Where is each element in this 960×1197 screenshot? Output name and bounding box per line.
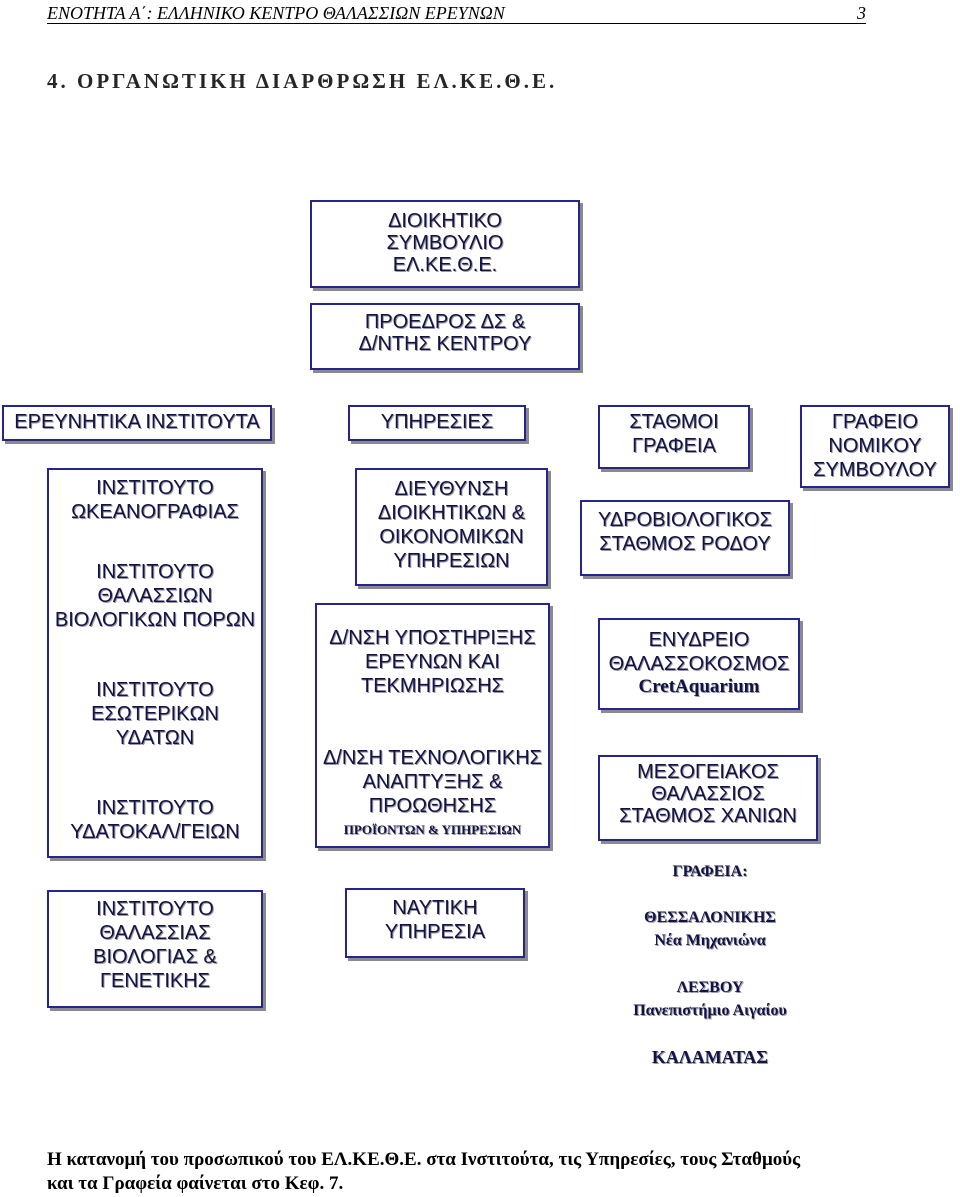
office-city: ΛΕΣΒΟΥ — [676, 979, 744, 996]
institute-line: ΙΝΣΤΙΤΟΥΤΟ — [96, 679, 214, 701]
office-city: ΘΕΣΣΑΛΟΝΙΚΗΣ — [644, 909, 776, 926]
service-line: ΕΡΕΥΝΩΝ ΚΑΙ — [365, 651, 500, 673]
service-line: ΑΝΑΠΤΥΞΗΣ & — [362, 771, 503, 793]
institute-line: ΙΝΣΤΙΤΟΥΤΟ — [96, 898, 214, 920]
service-line: ΝΑΥΤΙΚΗ — [392, 897, 478, 919]
service-line: ΤΕΚΜΗΡΙΩΣΗΣ — [360, 675, 505, 697]
station-line: ΣΤΑΘΜΟΣ ΧΑΝΙΩΝ — [619, 805, 797, 827]
admin-finance-directorate-box: ΔΙΕΥΘΥΝΣΗ ΔΙΟΙΚΗΤΙΚΩΝ & ΟΙΚΟΝΟΜΙΚΩΝ ΥΠΗΡ… — [355, 468, 548, 586]
station-line: ΘΑΛΑΣΣΙΟΣ — [651, 783, 765, 805]
office-location: Νέα Μηχανιώνα — [654, 932, 766, 949]
service-line: Δ/ΝΣΗ ΥΠΟΣΤΗΡΙΞΗΣ — [329, 627, 536, 649]
institute-line: ΕΣΩΤΕΡΙΚΩΝ — [91, 703, 219, 725]
board-box: ΔΙΟΙΚΗΤΙΚΟ ΣΥΜΒΟΥΛΙΟ ΕΛ.ΚΕ.Θ.Ε. — [310, 200, 580, 288]
service-line: ΥΠΗΡΕΣΙΑ — [384, 921, 486, 943]
chania-station-box: ΜΕΣΟΓΕΙΑΚΟΣ ΘΑΛΑΣΣΙΟΣ ΣΤΑΘΜΟΣ ΧΑΝΙΩΝ — [598, 755, 818, 841]
directorates-box: Δ/ΝΣΗ ΥΠΟΣΤΗΡΙΞΗΣ ΕΡΕΥΝΩΝ ΚΑΙ ΤΕΚΜΗΡΙΩΣΗ… — [315, 603, 550, 848]
footer-note: Η κατανομή του προσωπικού του ΕΛ.ΚΕ.Θ.Ε.… — [47, 1148, 800, 1196]
institutes-header-box: ΕΡΕΥΝΗΤΙΚΑ ΙΝΣΤΙΤΟΥΤΑ — [2, 405, 272, 441]
station-line: ΜΕΣΟΓΕΙΑΚΟΣ — [637, 761, 779, 783]
president-line: Δ/ΝΤΗΣ ΚΕΝΤΡΟΥ — [358, 333, 532, 355]
board-line: ΕΛ.ΚΕ.Θ.Ε. — [392, 254, 498, 276]
president-box: ΠΡΟΕΔΡΟΣ ΔΣ & Δ/ΝΤΗΣ ΚΕΝΤΡΟΥ — [310, 303, 580, 370]
office-thessaloniki: ΘΕΣΣΑΛΟΝΙΚΗΣ Νέα Μηχανιώνα — [600, 906, 820, 952]
service-line: ΟΙΚΟΝΟΜΙΚΩΝ — [379, 526, 524, 548]
institute-marine-biological-resources: ΙΝΣΤΙΤΟΥΤΟ ΘΑΛΑΣΣΙΩΝ ΒΙΟΛΟΓΙΚΩΝ ΠΟΡΩΝ — [49, 560, 261, 632]
offices-title: ΓΡΑΦΕΙΑ: — [600, 860, 820, 884]
station-line: ΘΑΛΑΣΣΟΚΟΣΜΟΣ — [608, 653, 790, 675]
offices-title-label: ΓΡΑΦΕΙΑ: — [672, 863, 748, 880]
naval-service-box: ΝΑΥΤΙΚΗ ΥΠΗΡΕΣΙΑ — [345, 888, 525, 958]
service-line: ΥΠΗΡΕΣΙΩΝ — [393, 550, 510, 572]
footer-line: και τα Γραφεία φαίνεται στο Κεφ. 7. — [47, 1173, 344, 1194]
stations-header-line: ΓΡΑΦΕΙΑ — [632, 435, 716, 457]
services-header-label: ΥΠΗΡΕΣΙΕΣ — [380, 411, 494, 433]
office-location: Πανεπιστήμιο Αιγαίου — [633, 1002, 787, 1019]
institute-line: ΩΚΕΑΝΟΓΡΑΦΙΑΣ — [71, 501, 239, 523]
technology-development-directorate: Δ/ΝΣΗ ΤΕΧΝΟΛΟΓΙΚΗΣ ΑΝΑΠΤΥΞΗΣ & ΠΡΟΩΘΗΣΗΣ… — [317, 746, 548, 842]
institute-line: ΒΙΟΛΟΓΙΚΩΝ ΠΟΡΩΝ — [54, 609, 256, 631]
office-lesvos: ΛΕΣΒΟΥ Πανεπιστήμιο Αιγαίου — [600, 976, 820, 1022]
institute-line: ΘΑΛΑΣΣΙΑΣ — [99, 922, 211, 944]
service-line: ΠΡΟΩΘΗΣΗΣ — [368, 795, 497, 817]
service-line: Δ/ΝΣΗ ΤΕΧΝΟΛΟΓΙΚΗΣ — [322, 747, 543, 769]
institute-aquaculture: ΙΝΣΤΙΤΟΥΤΟ ΥΔΑΤΟΚΑΛ/ΓΕΙΩΝ — [49, 796, 261, 844]
institute-marine-biology-genetics-box: ΙΝΣΤΙΤΟΥΤΟ ΘΑΛΑΣΣΙΑΣ ΒΙΟΛΟΓΙΑΣ & ΓΕΝΕΤΙΚ… — [47, 890, 263, 1008]
institute-line: ΙΝΣΤΙΤΟΥΤΟ — [96, 477, 214, 499]
station-line: ΣΤΑΘΜΟΣ ΡΟΔΟΥ — [599, 533, 771, 555]
board-line: ΔΙΟΙΚΗΤΙΚΟ — [388, 210, 502, 232]
legal-office-line: ΓΡΑΦΕΙΟ — [831, 411, 919, 433]
rhodes-station-box: ΥΔΡΟΒΙΟΛΟΓΙΚΟΣ ΣΤΑΘΜΟΣ ΡΟΔΟΥ — [580, 500, 790, 576]
services-header-box: ΥΠΗΡΕΣΙΕΣ — [348, 405, 526, 441]
legal-office-line: ΣΥΜΒΟΥΛΟΥ — [813, 459, 937, 481]
institute-line: ΙΝΣΤΙΤΟΥΤΟ — [96, 797, 214, 819]
section-title: ΕΝΟΤΗΤΑ Α΄: ΕΛΛΗΝΙΚΟ ΚΕΝΤΡΟ ΘΑΛΑΣΣΙΩΝ ΕΡ… — [47, 3, 505, 23]
president-line: ΠΡΟΕΔΡΟΣ ΔΣ & — [364, 311, 526, 333]
station-line: ΥΔΡΟΒΙΟΛΟΓΙΚΟΣ — [598, 509, 772, 531]
institute-line: ΥΔΑΤΟΚΑΛ/ΓΕΙΩΝ — [70, 821, 240, 843]
institute-oceanography: ΙΝΣΤΙΤΟΥΤΟ ΩΚΕΑΝΟΓΡΑΦΙΑΣ — [49, 476, 261, 524]
research-support-directorate: Δ/ΝΣΗ ΥΠΟΣΤΗΡΙΞΗΣ ΕΡΕΥΝΩΝ ΚΑΙ ΤΕΚΜΗΡΙΩΣΗ… — [317, 626, 548, 698]
institutes-header-label: ΕΡΕΥΝΗΤΙΚΑ ΙΝΣΤΙΤΟΥΤΑ — [14, 411, 260, 433]
institute-line: ΓΕΝΕΤΙΚΗΣ — [99, 970, 211, 992]
stations-header-box: ΣΤΑΘΜΟΙ ΓΡΑΦΕΙΑ — [598, 405, 750, 469]
legal-office-box: ΓΡΑΦΕΙΟ ΝΟΜΙΚΟΥ ΣΥΜΒΟΥΛΟΥ — [800, 405, 950, 488]
legal-office-line: ΝΟΜΙΚΟΥ — [828, 435, 922, 457]
station-line: ΕΝΥΔΡΕΙΟ — [648, 629, 750, 651]
offices-group: ΓΡΑΦΕΙΑ: ΘΕΣΣΑΛΟΝΙΚΗΣ Νέα Μηχανιώνα ΛΕΣΒ… — [600, 858, 820, 1078]
institute-line: ΙΝΣΤΙΤΟΥΤΟ — [96, 561, 214, 583]
institute-line: ΘΑΛΑΣΣΙΩΝ — [97, 585, 213, 607]
stations-header-line: ΣΤΑΘΜΟΙ — [629, 411, 719, 433]
institutes-group-box: ΙΝΣΤΙΤΟΥΤΟ ΩΚΕΑΝΟΓΡΑΦΙΑΣ ΙΝΣΤΙΤΟΥΤΟ ΘΑΛΑ… — [47, 468, 263, 858]
institute-line: ΥΔΑΤΩΝ — [115, 727, 195, 749]
service-line: ΔΙΕΥΘΥΝΣΗ — [394, 478, 509, 500]
office-city: ΚΑΛΑΜΑΤΑΣ — [651, 1047, 769, 1067]
service-line: ΔΙΟΙΚΗΤΙΚΩΝ & — [377, 502, 526, 524]
service-line: ΠΡΟΪΟΝΤΩΝ & ΥΠΗΡΕΣΙΩΝ — [343, 822, 522, 837]
board-line: ΣΥΜΒΟΥΛΙΟ — [386, 232, 504, 254]
page-number: 3 — [857, 3, 866, 23]
institute-line: ΒΙΟΛΟΓΙΑΣ & — [93, 946, 217, 968]
station-line: CretAquarium — [638, 676, 760, 697]
footer-line: Η κατανομή του προσωπικού του ΕΛ.ΚΕ.Θ.Ε.… — [47, 1149, 801, 1170]
running-header: ΕΝΟΤΗΤΑ Α΄: ΕΛΛΗΝΙΚΟ ΚΕΝΤΡΟ ΘΑΛΑΣΣΙΩΝ ΕΡ… — [47, 3, 866, 24]
institute-inland-waters: ΙΝΣΤΙΤΟΥΤΟ ΕΣΩΤΕΡΙΚΩΝ ΥΔΑΤΩΝ — [49, 678, 261, 750]
office-kalamata: ΚΑΛΑΜΑΤΑΣ — [600, 1045, 820, 1069]
section-heading: 4. ΟΡΓΑΝΩΤΙΚΗ ΔΙΑΡΘΡΩΣΗ ΕΛ.ΚΕ.Θ.Ε. — [47, 69, 558, 93]
aquarium-box: ΕΝΥΔΡΕΙΟ ΘΑΛΑΣΣΟΚΟΣΜΟΣ CretAquarium — [598, 618, 800, 710]
